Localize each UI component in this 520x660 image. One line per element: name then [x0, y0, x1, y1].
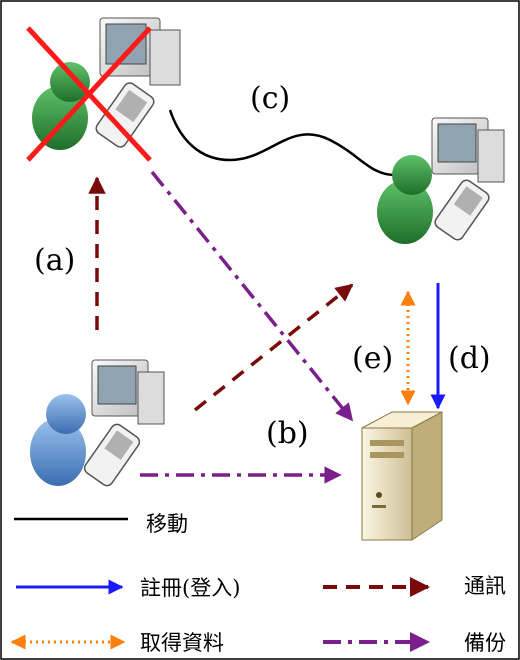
crossed-user-icon — [26, 17, 181, 162]
mobile-user-icon — [30, 359, 165, 487]
label-b: (b) — [266, 416, 309, 451]
label-d: (d) — [448, 341, 491, 376]
move-line-c — [168, 109, 396, 177]
active-user-icon — [377, 117, 505, 244]
label-a: (a) — [34, 243, 75, 278]
legend-move-label: 移動 — [146, 512, 188, 536]
legend-register-label: 註冊(登入) — [140, 576, 240, 600]
label-e: (e) — [352, 341, 393, 376]
legend-retrieve-label: 取得資料 — [140, 631, 224, 655]
arrow-communicate-diagonal — [193, 283, 354, 412]
legend: 移動 註冊(登入) 通訊 取得資料 備份 — [10, 512, 506, 655]
server-icon — [361, 411, 443, 541]
legend-communicate-label: 通訊 — [464, 574, 506, 598]
legend-backup-label: 備份 — [464, 631, 506, 655]
label-c: (c) — [250, 81, 290, 116]
arrow-backup-diagonal — [150, 170, 354, 422]
